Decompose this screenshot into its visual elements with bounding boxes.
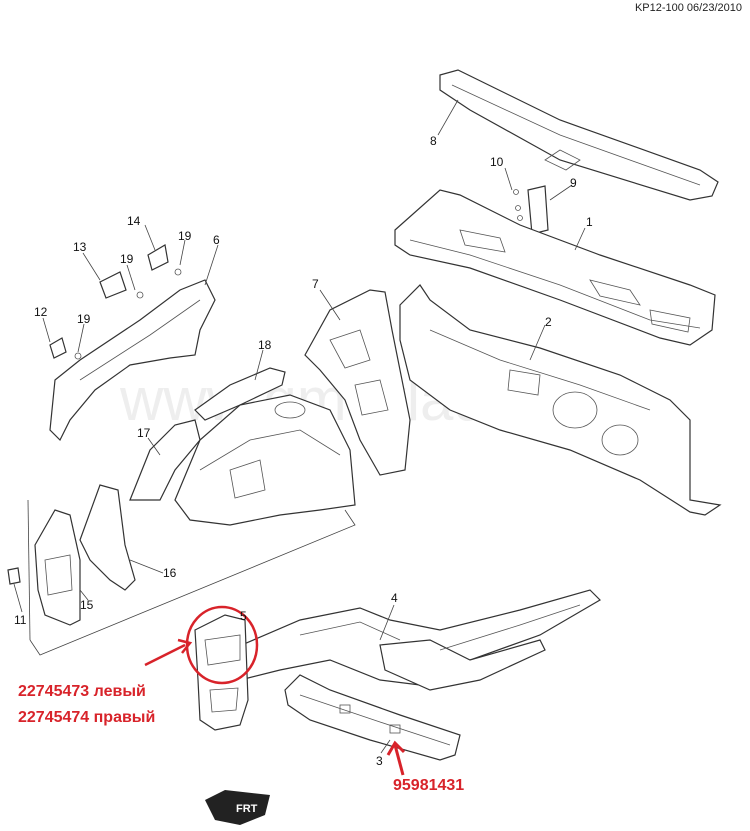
- callout-19a: 19: [178, 229, 192, 243]
- callouts: 8 9 10 1 2 7 18 14 19 6 13 19 12 19 17 1…: [14, 134, 593, 768]
- annotation-arrow-left: [144, 643, 186, 667]
- callout-3: 3: [376, 754, 383, 768]
- callout-19b: 19: [120, 252, 134, 266]
- callout-13: 13: [73, 240, 87, 254]
- callout-15: 15: [80, 598, 94, 612]
- part-15-16-lower-brackets: [7, 484, 136, 626]
- annotation-arrow-right: [393, 744, 405, 776]
- callout-12: 12: [34, 305, 48, 319]
- callout-8: 8: [430, 134, 437, 148]
- part-6-fender-upper: [49, 279, 216, 442]
- red-annotation-marks: [144, 605, 406, 776]
- part-number-left: 22745473 левый: [18, 683, 146, 700]
- part-1-plenum-panel: [394, 189, 716, 346]
- callout-18: 18: [258, 338, 272, 352]
- brackets-12-13-14: [49, 244, 182, 360]
- callout-9: 9: [570, 176, 577, 190]
- part-number-rail: 95981431: [393, 777, 465, 794]
- callout-10: 10: [490, 155, 504, 169]
- part-4-front-rail: [229, 589, 601, 691]
- part-3-lower-rail: [284, 674, 461, 761]
- diagram-code: KP12-100 06/23/2010: [634, 2, 742, 14]
- callout-leaders: [13, 99, 586, 754]
- callout-1: 1: [586, 215, 593, 229]
- front-label: FRT: [236, 803, 258, 815]
- part-number-right: 22745474 правый: [18, 709, 156, 726]
- callout-2: 2: [545, 315, 552, 329]
- callout-19c: 19: [77, 312, 91, 326]
- part-5-rail-extension: [194, 614, 249, 731]
- callout-4: 4: [391, 591, 398, 605]
- part-7-side-panel: [304, 289, 411, 476]
- callout-11: 11: [14, 613, 27, 627]
- callout-6: 6: [213, 233, 220, 247]
- callout-16: 16: [163, 566, 177, 580]
- callout-17: 17: [137, 426, 151, 440]
- callout-5: 5: [240, 609, 247, 623]
- part-9-bracket: [513, 185, 549, 235]
- part-8-cowl-bar: [439, 69, 719, 201]
- frame-outline: [27, 499, 356, 656]
- front-direction-badge: FRT: [205, 790, 270, 825]
- callout-14: 14: [127, 214, 141, 228]
- part-17-18-wheelhouse: [129, 367, 356, 526]
- part-2-dash-panel: [399, 284, 722, 516]
- callout-7: 7: [312, 277, 319, 291]
